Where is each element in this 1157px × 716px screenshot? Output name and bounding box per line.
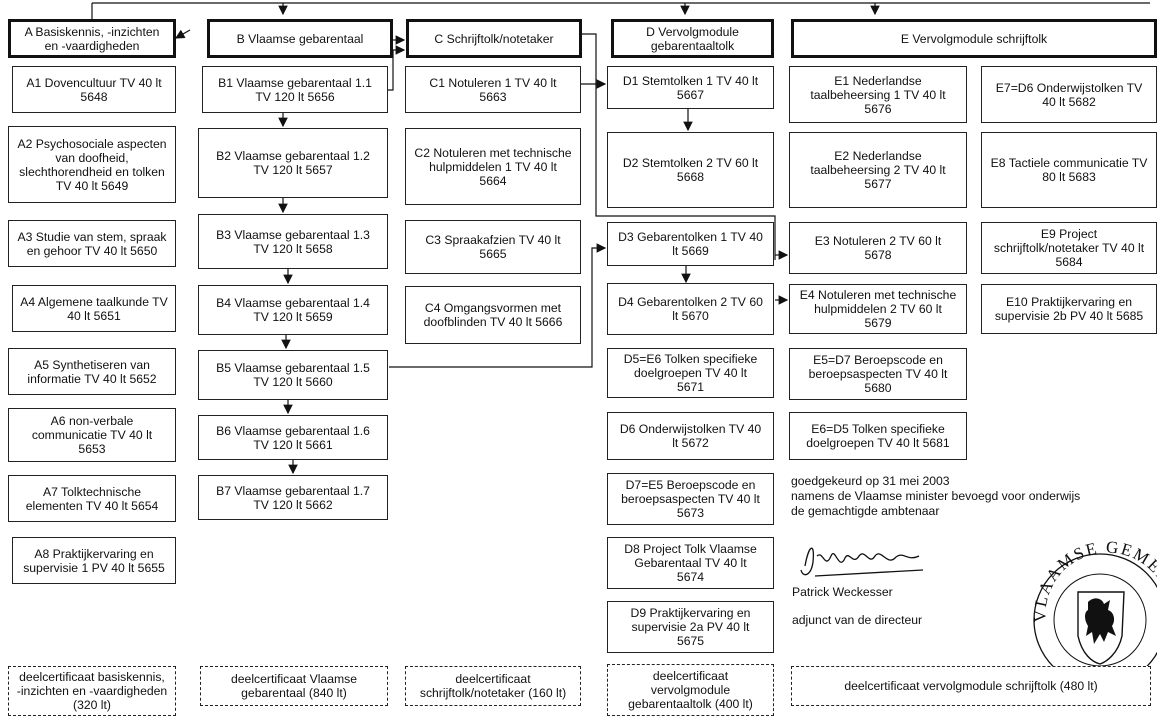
- module-d9: D9 Praktijkervaring en supervisie 2a PV …: [607, 601, 774, 653]
- module-e9: E9 Project schrijftolk/notetaker TV 40 l…: [981, 222, 1157, 274]
- approval-text: goedgekeurd op 31 mei 2003 namens de Vla…: [791, 474, 1081, 518]
- certificate-a: deelcertificaat basiskennis, -inzichten …: [8, 666, 176, 716]
- module-d1: D1 Stemtolken 1 TV 40 lt 5667: [607, 66, 774, 109]
- header-a: A Basiskennis, -inzichten en -vaardighed…: [8, 19, 176, 58]
- certificate-e: deelcertificaat vervolgmodule schrijftol…: [791, 666, 1151, 706]
- module-d5: D5=E6 Tolken specifieke doelgroepen TV 4…: [607, 348, 774, 398]
- module-d2: D2 Stemtolken 2 TV 60 lt 5668: [607, 132, 774, 208]
- module-e7: E7=D6 Onderwijstolken TV 40 lt 5682: [981, 66, 1157, 123]
- header-b: B Vlaamse gebarentaal: [207, 19, 393, 58]
- signatory-role: adjunct van de directeur: [792, 613, 923, 627]
- module-c1: C1 Notuleren 1 TV 40 lt 5663: [405, 66, 581, 113]
- header-e: E Vervolgmodule schrijftolk: [791, 19, 1157, 58]
- module-d8: D8 Project Tolk Vlaamse Gebarentaal TV 4…: [607, 537, 774, 589]
- module-a7: A7 Tolktechnische elementen TV 40 lt 565…: [8, 475, 176, 522]
- header-d: D Vervolgmodule gebarentaaltolk: [611, 19, 774, 58]
- module-c2: C2 Notuleren met technische hulpmiddelen…: [405, 128, 581, 205]
- module-a8: A8 Praktijkervaring en supervisie 1 PV 4…: [12, 537, 176, 584]
- module-d6: D6 Onderwijstolken TV 40 lt 5672: [607, 412, 774, 460]
- signatory-name: Patrick Weckesser: [792, 585, 893, 599]
- module-a1: A1 Dovencultuur TV 40 lt 5648: [12, 66, 176, 113]
- module-a2: A2 Psychosociale aspecten van doofheid, …: [8, 126, 176, 203]
- module-e10: E10 Praktijkervaring en supervisie 2b PV…: [981, 284, 1157, 334]
- module-b6: B6 Vlaamse gebarentaal 1.6 TV 120 lt 566…: [198, 415, 388, 460]
- module-d4: D4 Gebarentolken 2 TV 60 lt 5670: [607, 283, 774, 335]
- module-e5: E5=D7 Beroepscode en beroepsaspecten TV …: [789, 348, 967, 400]
- header-c: C Schrijftolk/notetaker: [406, 19, 582, 58]
- module-e8: E8 Tactiele communicatie TV 80 lt 5683: [981, 132, 1157, 208]
- module-c3: C3 Spraakafzien TV 40 lt 5665: [405, 220, 581, 274]
- module-b4: B4 Vlaamse gebarentaal 1.4 TV 120 lt 565…: [198, 285, 388, 335]
- module-e6: E6=D5 Tolken specifieke doelgroepen TV 4…: [789, 412, 967, 460]
- certificate-b: deelcertificaat Vlaamse gebarentaal (840…: [200, 666, 388, 706]
- certificate-d: deelcertificaat vervolgmodule gebarentaa…: [607, 664, 774, 716]
- module-a6: A6 non-verbale communicatie TV 40 lt 565…: [8, 408, 176, 462]
- module-c4: C4 Omgangsvormen met doofblinden TV 40 l…: [405, 286, 581, 344]
- module-a5: A5 Synthetiseren van informatie TV 40 lt…: [8, 348, 176, 395]
- module-b2: B2 Vlaamse gebarentaal 1.2 TV 120 lt 565…: [198, 128, 388, 198]
- module-a4: A4 Algemene taalkunde TV 40 lt 5651: [12, 285, 176, 332]
- module-a3: A3 Studie van stem, spraak en gehoor TV …: [8, 220, 176, 267]
- module-d3: D3 Gebarentolken 1 TV 40 lt 5669: [607, 222, 774, 266]
- module-b3: B3 Vlaamse gebarentaal 1.3 TV 120 lt 565…: [198, 214, 388, 269]
- module-e1: E1 Nederlandse taalbeheersing 1 TV 40 lt…: [789, 66, 967, 123]
- module-b1: B1 Vlaamse gebarentaal 1.1 TV 120 lt 565…: [202, 66, 388, 113]
- module-e4: E4 Notuleren met technische hulpmiddelen…: [789, 284, 967, 334]
- module-e2: E2 Nederlandse taalbeheersing 2 TV 40 lt…: [789, 132, 967, 208]
- lion-emblem: [1077, 591, 1125, 665]
- certificate-c: deelcertificaat schrijftolk/notetaker (1…: [405, 666, 581, 706]
- signature-graphic: [800, 547, 924, 577]
- module-e3: E3 Notuleren 2 TV 60 lt 5678: [789, 222, 967, 274]
- module-b7: B7 Vlaamse gebarentaal 1.7 TV 120 lt 566…: [198, 475, 388, 520]
- module-b5: B5 Vlaamse gebarentaal 1.5 TV 120 lt 566…: [198, 350, 388, 400]
- module-d7: D7=E5 Beroepscode en beroepsaspecten TV …: [607, 473, 774, 525]
- official-seal: VLAAMSE GEMEENSCHAP: [1031, 540, 1157, 687]
